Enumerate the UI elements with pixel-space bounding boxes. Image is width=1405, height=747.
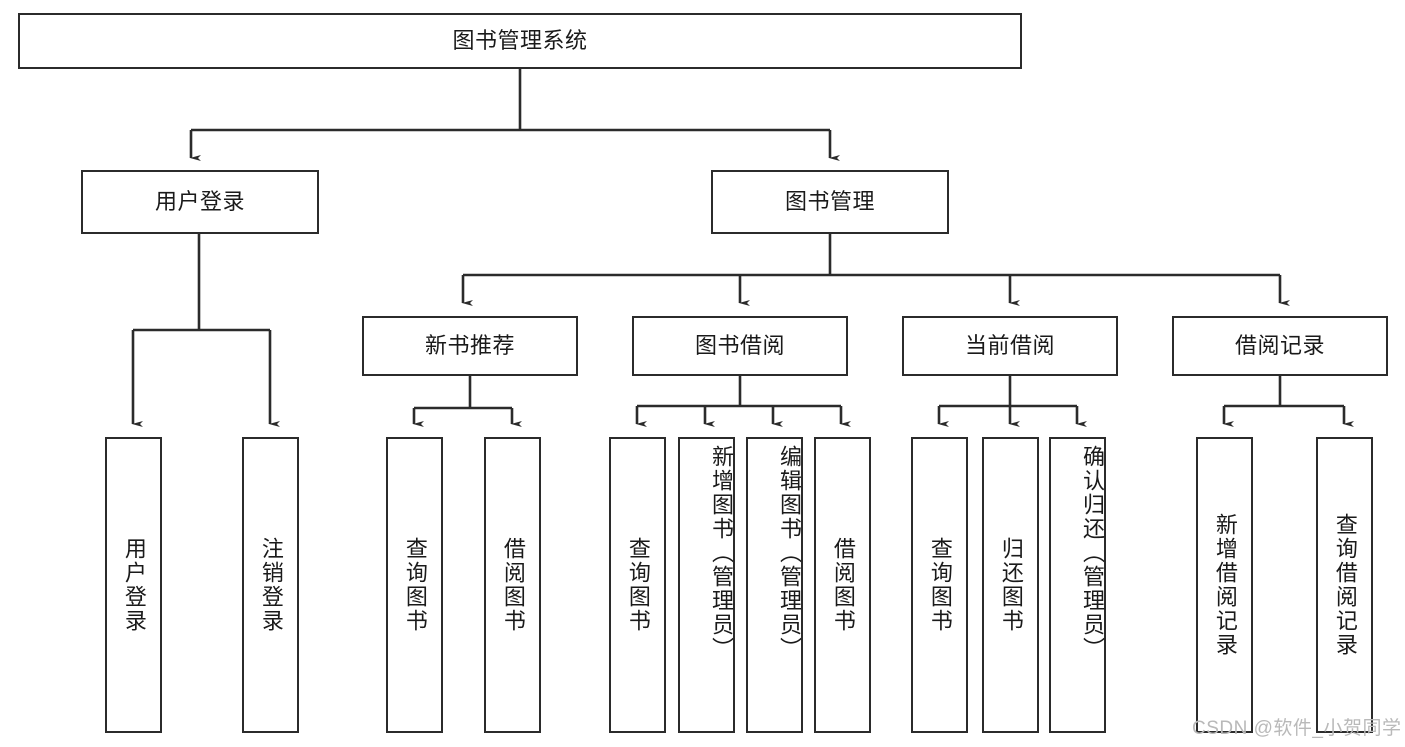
node-book-borrow[interactable]: 图书借阅 (632, 316, 848, 376)
node-label: 图书管理 (784, 188, 875, 214)
node-label: 查询图书 (927, 537, 953, 633)
node-label: 借阅记录 (1234, 332, 1325, 358)
leaf-user-login[interactable]: 用户登录 (105, 437, 162, 733)
node-label: 借阅图书 (830, 537, 856, 633)
leaf-add-borrow-record[interactable]: 新增借阅记录 (1196, 437, 1253, 733)
node-label: 查询借阅记录 (1332, 513, 1358, 657)
node-label: 查询图书 (402, 537, 428, 633)
leaf-logout[interactable]: 注销登录 (242, 437, 299, 733)
node-root-system[interactable]: 图书管理系统 (18, 13, 1022, 69)
node-user-login[interactable]: 用户登录 (81, 170, 319, 234)
node-borrow-records[interactable]: 借阅记录 (1172, 316, 1388, 376)
node-label: 当前借阅 (964, 332, 1055, 358)
leaf-query-book-borrow[interactable]: 查询图书 (609, 437, 666, 733)
node-label: 新增图书（管理员） (709, 445, 734, 661)
leaf-borrow-book[interactable]: 借阅图书 (814, 437, 871, 733)
node-label: 图书管理系统 (452, 27, 588, 53)
leaf-edit-book-admin[interactable]: 编辑图书（管理员） (746, 437, 803, 733)
leaf-return-book[interactable]: 归还图书 (982, 437, 1039, 733)
node-label: 确认归还（管理员） (1080, 445, 1105, 661)
leaf-query-book-current[interactable]: 查询图书 (911, 437, 968, 733)
node-label: 图书借阅 (694, 332, 785, 358)
node-book-management[interactable]: 图书管理 (711, 170, 949, 234)
node-label: 用户登录 (121, 537, 147, 633)
node-label: 编辑图书（管理员） (777, 445, 802, 661)
leaf-borrow-book-recommend[interactable]: 借阅图书 (484, 437, 541, 733)
node-current-borrow[interactable]: 当前借阅 (902, 316, 1118, 376)
node-label: 新增借阅记录 (1212, 513, 1238, 657)
node-label: 归还图书 (998, 537, 1024, 633)
node-label: 查询图书 (625, 537, 651, 633)
node-label: 新书推荐 (424, 332, 515, 358)
leaf-query-book-recommend[interactable]: 查询图书 (386, 437, 443, 733)
node-label: 注销登录 (258, 537, 284, 633)
node-label: 借阅图书 (500, 537, 526, 633)
leaf-query-borrow-record[interactable]: 查询借阅记录 (1316, 437, 1373, 733)
leaf-confirm-return-admin[interactable]: 确认归还（管理员） (1049, 437, 1106, 733)
leaf-add-book-admin[interactable]: 新增图书（管理员） (678, 437, 735, 733)
csdn-watermark: CSDN @软件_小贺同学 (1192, 718, 1402, 739)
node-label: 用户登录 (154, 188, 245, 214)
node-new-book-recommend[interactable]: 新书推荐 (362, 316, 578, 376)
